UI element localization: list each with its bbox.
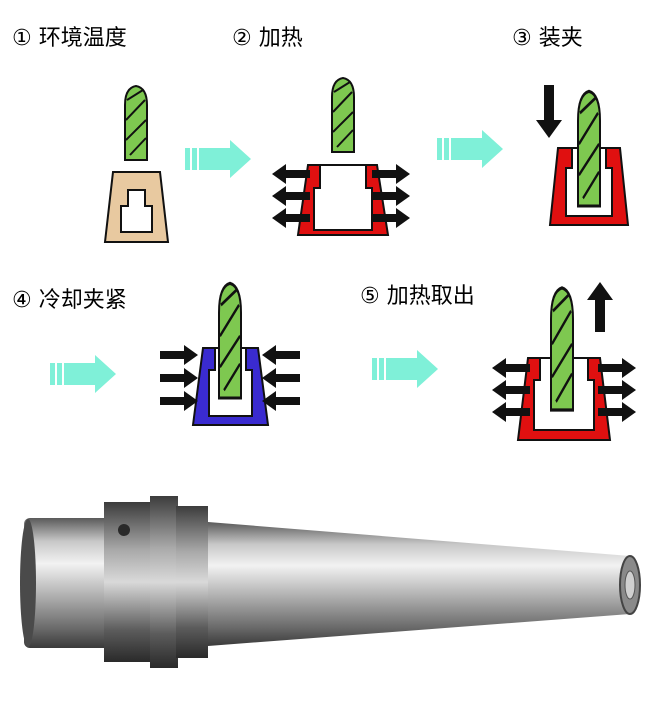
process-arrow-3 [50,355,116,393]
step-1-tool [124,85,148,161]
step-1-label: ① 环境温度 [12,26,127,51]
step-2-holder [296,164,390,236]
process-arrow-2 [437,130,503,168]
step-3-label: ③ 装夹 [512,26,583,51]
down-arrow [536,85,562,138]
step-4-label: ④ 冷却夹紧 [12,288,127,313]
step-5-tool [549,286,575,412]
step-2-label: ② 加热 [232,26,303,51]
process-arrow-4 [372,350,438,388]
step-3-tool [576,89,602,208]
step-5-label: ⑤ 加热取出 [360,284,475,309]
step-4-tool [217,281,243,400]
up-arrow [587,282,613,332]
process-arrow-1 [185,140,251,178]
shrink-fit-holder-photo [20,496,641,668]
step-2-tool [331,77,355,153]
step-1-holder [103,171,170,243]
